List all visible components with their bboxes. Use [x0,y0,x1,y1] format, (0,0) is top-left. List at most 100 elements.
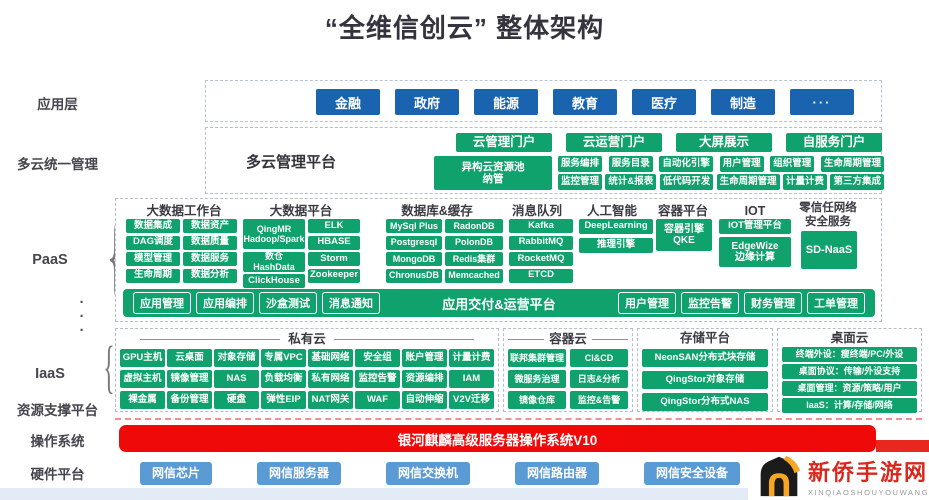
iaas-chip: WAF [355,391,400,409]
desktop-cloud-box: 桌面云 终端外设：瘦终端/PC/外设 桌面协议：传输/外设支持 桌面管理：资源/… [777,328,922,413]
resource-separator-line [115,418,922,420]
paas-chip: Storm [308,252,360,266]
paas-chip: ClickHouse [243,274,305,288]
group-title-ai: 人工智能 [586,204,637,218]
bar-chip: 监控告警 [681,292,739,314]
layer-label-multicloud: 多云统一管理 [17,157,98,172]
iaas-title-storage: 存储平台 [679,331,730,345]
mc-chip-heterogeneous-pool: 异构云资源池 纳管 [434,156,552,190]
iaas-chip: 私有网络 [308,370,353,388]
iaas-chip: 计量计费 [449,349,494,367]
os-bar: 银河麒麟高级服务器操作系统V10 [119,425,876,452]
paas-chip-sdnaas: SD-NaaS [801,231,857,269]
mc-chip: 第三方集成 [830,174,884,190]
hardware-chip-switch: 网信交换机 [385,462,470,485]
paas-chip: MongoDB [386,252,442,266]
mc-chip: 生命周期管理 [820,156,884,172]
industry-chip-manufacturing: 制造 [711,89,775,115]
industry-chip-government: 政府 [395,89,459,115]
paas-chip: DAG调度 [126,235,180,250]
paas-chip: HBASE [308,235,360,250]
bar-chip: 用户管理 [618,292,676,314]
mc-chip: 生命周期管理 [716,174,780,190]
industry-chip-more: ··· [790,89,854,115]
paas-chip: ELK [308,219,360,233]
iaas-chip: NAS [214,370,259,388]
bar-chip: 财务管理 [744,292,802,314]
mc-chip: 低代码开发 [659,174,714,190]
iaas-chip: GPU主机 [120,349,165,367]
iaas-chip: 账户管理 [402,349,447,367]
portal-chip-bigscreen: 大屏展示 [676,133,772,152]
industry-chip-finance: 金融 [316,89,380,115]
logo-house-icon [756,454,802,498]
paas-chip: DeepLearning [579,219,653,234]
paas-chip: PolonDB [445,235,503,250]
iaas-chip: 基础网络 [308,349,353,367]
iaas-chip: 日志&分析 [570,370,628,388]
layer-label-resource: 资源支撑平台 [17,403,98,418]
industry-chip-education: 教育 [553,89,617,115]
iaas-chip: NAT网关 [308,391,353,409]
iaas-chip: 资源编排 [402,370,447,388]
iaas-chip: 虚拟主机 [120,370,165,388]
paas-chip: 数据质量 [183,235,237,250]
paas-chip: RabbitMQ [509,235,573,250]
layer-label-os: 操作系统 [30,434,85,449]
iaas-chip: QingStor对象存储 [642,371,768,389]
mc-chip: 统计&报表 [605,174,657,190]
container-cloud-box: 容器云 联邦集群管理 微服务治理 镜像仓库 CI&CD 日志&分析 监控&告警 [503,328,633,412]
bar-chip: 应用管理 [133,292,191,314]
iaas-chip: 监控&告警 [570,391,628,409]
mc-chip: 组织管理 [770,156,815,172]
paas-chip: 数据服务 [183,252,237,266]
hardware-chip-router: 网信路由器 [514,462,599,485]
ellipsis-dots: ··· [79,294,85,339]
iaas-chip: 微服务治理 [508,370,566,388]
portal-chip-cloud-ops: 云运营门户 [566,133,662,152]
iaas-brace: { [103,334,115,399]
logo-red-banner [876,440,929,453]
industry-chip-medical: 医疗 [632,89,696,115]
logo-site-name: 新侨手游网 [808,460,929,485]
mc-chip: 服务目录 [608,156,653,172]
paas-box: 大数据工作台 大数据平台 数据库&缓存 消息队列 人工智能 容器平台 IOT 零… [115,198,882,322]
paas-chip-container-engine: 容器引擎 QKE [656,219,712,251]
mc-chip: 服务编排 [558,156,603,172]
paas-chip: 生命周期 [126,268,180,283]
paas-chip: RadonDB [445,219,503,233]
iaas-chip: V2V迁移 [449,391,494,409]
bar-chip: 沙盒测试 [259,292,317,314]
mc-chip: 计量计费 [783,174,828,190]
iaas-chip: 监控告警 [355,370,400,388]
iaas-chip: 自动伸缩 [402,391,447,409]
paas-chip: ETCD [509,268,573,283]
paas-chip: 数据资产 [183,219,237,233]
paas-chip: 数据分析 [183,268,237,283]
paas-chip: ChronusDB [386,268,442,283]
iaas-chip: 镜像仓库 [508,391,566,409]
footer-strip [0,488,929,500]
group-title-bigdata-platform: 大数据平台 [269,204,333,218]
iaas-chip: 专属VPC [261,349,306,367]
paas-chip: IOT管理平台 [719,219,791,234]
paas-chip: EdgeWize 边缘计算 [719,237,791,267]
iaas-chip: 弹性EIP [261,391,306,409]
iaas-title-desktop: 桌面云 [830,331,869,345]
bar-chip: 工单管理 [807,292,865,314]
group-title-bigdata-workbench: 大数据工作台 [146,204,222,218]
hardware-chip-server: 网信服务器 [256,462,341,485]
industry-chip-energy: 能源 [474,89,538,115]
paas-chip: MySql Plus [386,219,442,233]
bar-chip: 应用编排 [196,292,254,314]
hardware-chip-chip: 网信芯片 [140,462,213,485]
iaas-chip: IAM [449,370,494,388]
mc-chip: 用户管理 [719,156,764,172]
group-title-database-cache: 数据库&缓存 [401,204,473,218]
group-title-message-queue: 消息队列 [511,204,562,218]
mc-chip: 自动化引擎 [659,156,713,172]
paas-chip: QingMR Hadoop/Spark [243,219,305,249]
iaas-chip: 负载均衡 [261,370,306,388]
iaas-chip: 联邦集群管理 [508,349,566,367]
